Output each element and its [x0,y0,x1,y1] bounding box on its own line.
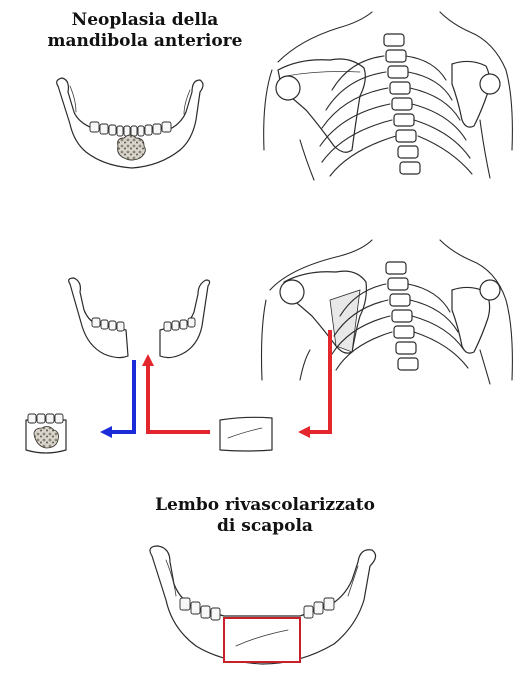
resected-mandible-icon [68,277,211,359]
tumor-mass-icon [117,134,146,161]
venous-arrow-icon [100,360,136,438]
bottom-title-line-2: di scapola [217,516,313,536]
ribs-icon [319,55,473,177]
arterial-arrow-from-torso-icon [298,330,332,438]
bottom-title-line-1: Lembo rivascolarizzato [155,495,375,515]
tumor-specimen-icon [25,413,67,454]
arterial-arrow-to-mandible-icon [142,354,210,434]
lower-teeth-row [89,121,172,137]
top-title: Neoplasia della mandibola anteriore [30,10,260,52]
reconstructed-mandible-icon [149,545,377,665]
ribs-icon-lower [331,283,469,371]
spine-icon-lower [385,261,419,371]
top-title-line-2: mandibola anteriore [47,31,243,51]
bottom-title: Lembo rivascolarizzato di scapola [140,495,390,537]
torso-flap-icon [260,239,513,385]
torso-back-icon [263,11,513,181]
graft-insert-icon [223,617,301,663]
top-title-line-1: Neoplasia della [71,10,219,30]
bone-graft-icon [219,416,273,452]
mandible-tumor-icon [56,77,204,169]
